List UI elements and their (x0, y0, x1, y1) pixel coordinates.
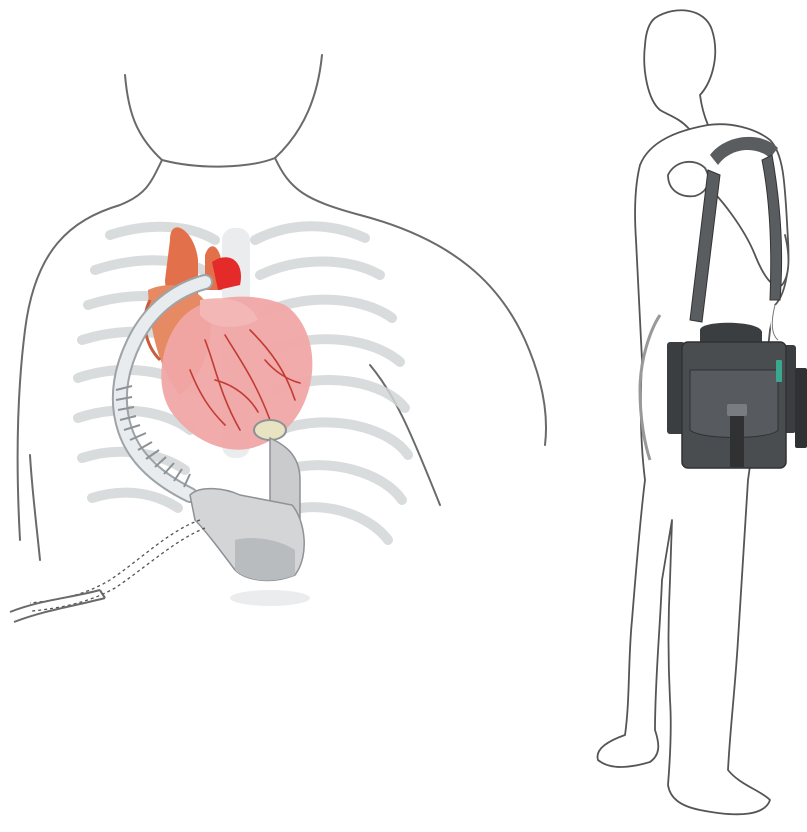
implant-diagram (0, 0, 560, 832)
wearer-diagram (560, 0, 807, 832)
driveline-cable-icon (10, 520, 205, 622)
wearer-diagram-panel (560, 0, 807, 832)
implant-diagram-panel (0, 0, 560, 832)
